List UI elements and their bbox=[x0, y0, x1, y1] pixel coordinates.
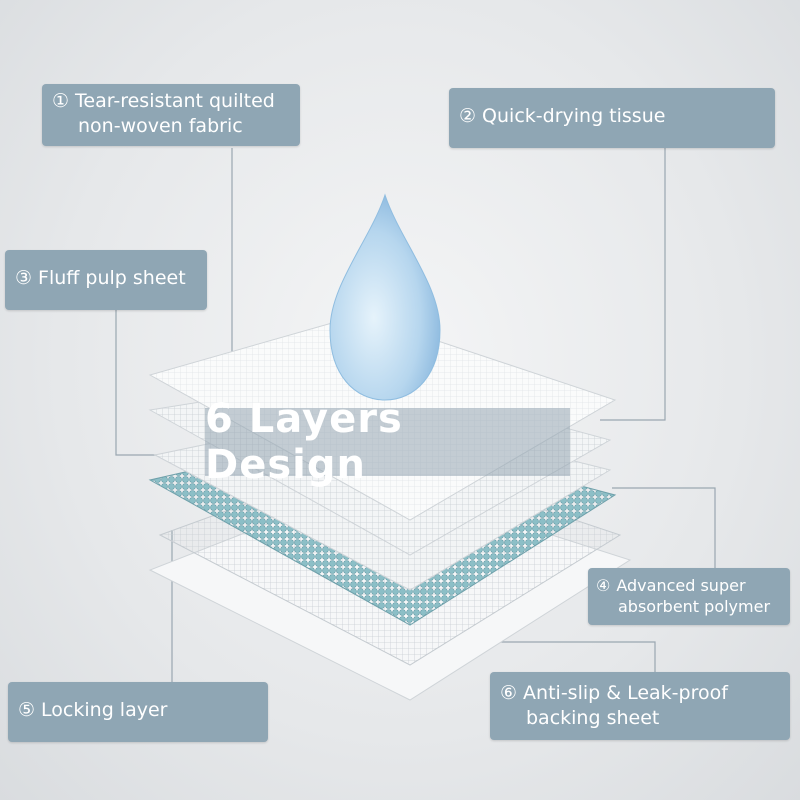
label-text: Advanced super bbox=[616, 576, 746, 595]
layer-number: ⑤ bbox=[18, 699, 36, 721]
label-text: Anti-slip & Leak-proof bbox=[523, 682, 728, 704]
label-text: Locking layer bbox=[41, 699, 168, 721]
design-title: 6 Layers Design bbox=[205, 396, 570, 488]
label-text-2: non-woven fabric bbox=[78, 115, 243, 137]
label-layer-4: ④ Advanced super absorbent polymer bbox=[588, 568, 790, 625]
label-text: Tear-resistant quilted bbox=[75, 90, 275, 112]
label-text: Fluff pulp sheet bbox=[38, 267, 186, 289]
layer-number: ③ bbox=[15, 267, 33, 289]
layer-number: ② bbox=[459, 105, 477, 127]
layer-number: ④ bbox=[596, 576, 611, 595]
label-text-2: backing sheet bbox=[526, 707, 660, 729]
layer-number: ① bbox=[52, 90, 70, 112]
leader-lines bbox=[115, 148, 716, 682]
layer-number: ⑥ bbox=[500, 682, 518, 704]
label-text: Quick-drying tissue bbox=[482, 105, 666, 127]
label-text-2: absorbent polymer bbox=[618, 597, 771, 616]
water-drop-icon bbox=[329, 193, 441, 401]
